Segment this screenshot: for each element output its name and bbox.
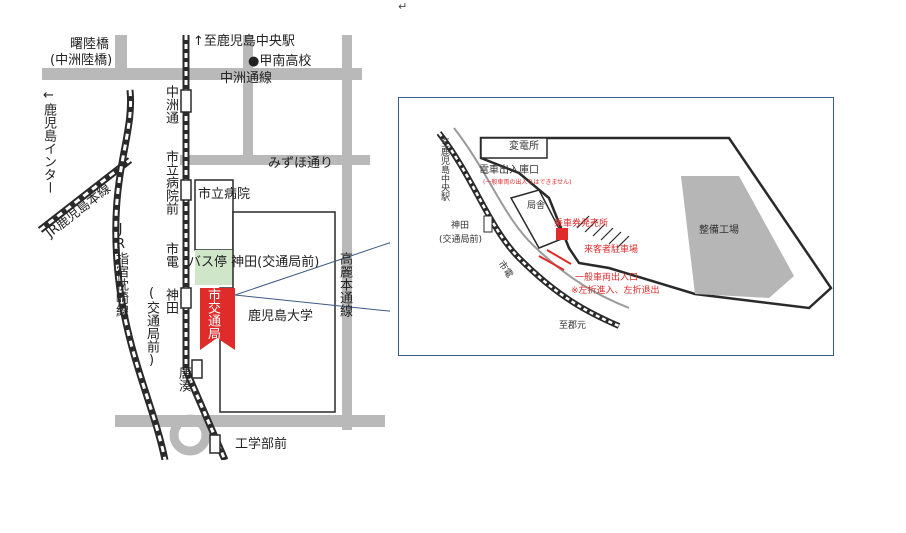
bureau-marker bbox=[200, 288, 235, 350]
inset-label-visitor-parking: 来客者駐車場 bbox=[584, 245, 639, 255]
inset-label-ticket-office: 乗車券発売所 bbox=[554, 219, 609, 229]
inset-parking-stripes bbox=[576, 215, 630, 249]
label-nakasu-line: 中洲通線 bbox=[220, 71, 273, 86]
inset-substation-box bbox=[480, 137, 548, 159]
minor-road-north bbox=[243, 35, 253, 155]
label-nakasu-dori: 中洲通 bbox=[163, 85, 178, 124]
leader-bottom bbox=[234, 294, 390, 312]
stop-hospital bbox=[180, 179, 192, 201]
inset-kanda-stop-box bbox=[483, 215, 493, 233]
stop-nakasu bbox=[180, 89, 192, 113]
inset-compound-outline bbox=[479, 136, 833, 310]
inset-label-office: 局舎 bbox=[527, 201, 546, 211]
label-koutsukyoku-mae: (交通局前) bbox=[144, 286, 159, 368]
label-city-hospital: 市立病院 bbox=[198, 187, 251, 202]
label-bridge-alt: (中洲陸橋) bbox=[50, 53, 113, 68]
stop-kanda bbox=[180, 287, 192, 309]
map-graphics bbox=[37, 35, 390, 460]
inset-label-tram-gate: 電車出入庫口 bbox=[479, 165, 539, 176]
label-kagoshima-university: 鹿児島大学 bbox=[248, 309, 314, 324]
korai-road bbox=[342, 35, 352, 430]
inset-label-factory: 整備工場 bbox=[699, 225, 739, 236]
stop-tousou bbox=[191, 359, 203, 379]
label-konan-school: ●甲南高校 bbox=[248, 54, 312, 69]
label-hospital-mae: 市立病院前 bbox=[163, 150, 178, 215]
hospital-green bbox=[195, 250, 233, 285]
inset-label-to-korimoto: 至郡元 bbox=[559, 321, 587, 331]
inset-ticket-office-mark bbox=[556, 228, 568, 240]
label-kagoshima-interchange: ←鹿児島インター bbox=[41, 88, 56, 194]
paragraph-mark: ↵ bbox=[398, 0, 408, 13]
stop-kogakubu bbox=[209, 434, 221, 454]
leader-top bbox=[234, 242, 390, 296]
nakasu-street-road bbox=[42, 68, 362, 80]
inset-label-to-central-station: 至鹿児島中央駅 bbox=[439, 138, 449, 201]
inset-label-general-gate: 一般車両出入口 bbox=[575, 273, 639, 283]
label-kogakubu-mae: 工学部前 bbox=[235, 437, 288, 452]
mizuho-street-road bbox=[180, 155, 370, 165]
label-city-transport-bureau: 市交通局 bbox=[205, 288, 220, 340]
inset-label-kanda: 神田 bbox=[451, 221, 470, 231]
label-shiden: 市電 bbox=[163, 242, 178, 268]
inset-road-edge bbox=[453, 127, 630, 309]
label-to-central-station: ↑至鹿児島中央駅 bbox=[193, 34, 295, 49]
label-bus-stop: バス停 神田(交通局前) bbox=[188, 255, 320, 270]
inset-map: 変電所 電車出入庫口 (一般車両の出入りはできません) 局舎 乗車券発売所 来客… bbox=[398, 97, 834, 356]
inset-label-substation: 変電所 bbox=[509, 141, 539, 152]
inset-graphics bbox=[436, 127, 833, 329]
label-jr-ibusuki-line: JR指宿枕崎線 bbox=[113, 222, 128, 317]
inset-label-kanda-alt: (交通局前) bbox=[439, 235, 483, 245]
label-mizuho-street: みずほ通り bbox=[268, 156, 334, 171]
bridge-road bbox=[115, 35, 127, 75]
label-kanda: 神田 bbox=[163, 288, 178, 314]
area-map: 曙陸橋 (中洲陸橋) ↑至鹿児島中央駅 ●甲南高校 中洲通線 みずほ通り ←鹿児… bbox=[30, 30, 390, 460]
inset-label-tram-gate-note: (一般車両の出入りはできません) bbox=[483, 179, 572, 186]
inset-label-turn-rule: ※左折進入、左折退出 bbox=[571, 286, 660, 296]
label-bridge: 曙陸橋 bbox=[70, 37, 110, 52]
label-korai-hon-line: 高麗本通線 bbox=[337, 252, 352, 317]
inset-gate-arrows bbox=[538, 249, 572, 271]
label-tousou: 唐湊 bbox=[176, 366, 191, 392]
roundabout bbox=[169, 414, 211, 456]
inset-factory bbox=[681, 176, 794, 298]
